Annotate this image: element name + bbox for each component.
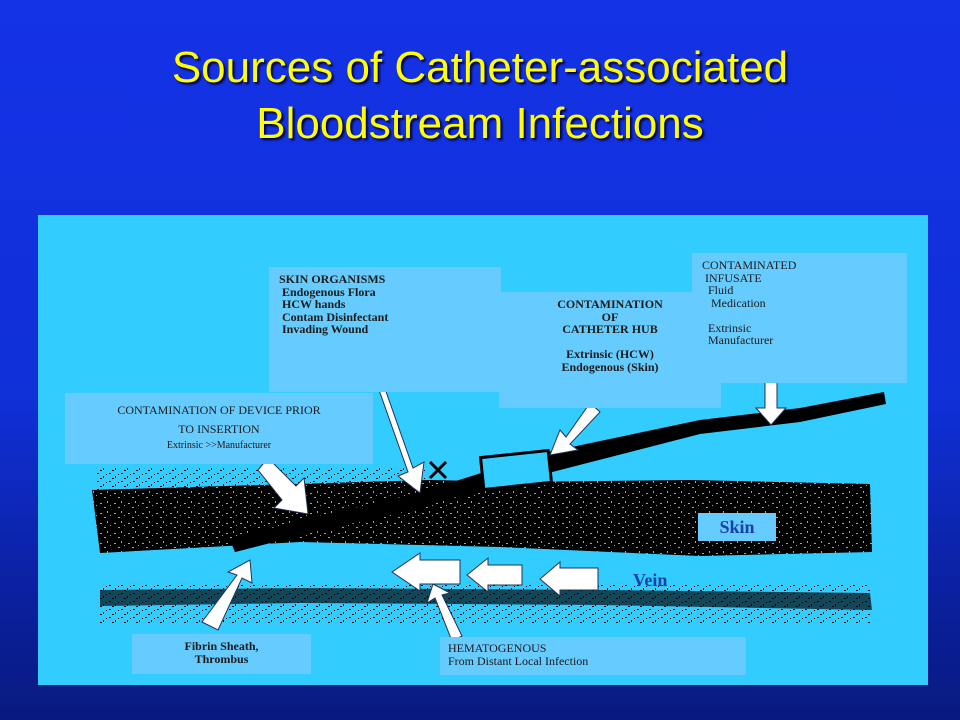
infusate-line-1: CONTAMINATED [702, 258, 797, 272]
hematogenous-line-2: From Distant Local Infection [448, 653, 589, 668]
hematogenous-line-1: HEMATOGENOUS [448, 641, 547, 655]
infusate-line-5 [702, 309, 907, 322]
suture-mark [428, 460, 448, 480]
infusate-box: CONTAMINATED INFUSATE Fluid Medication E… [692, 253, 907, 383]
hematogenous-box: HEMATOGENOUS From Distant Local Infectio… [440, 637, 746, 675]
slide-title: Sources of Catheter-associated Bloodstre… [0, 40, 960, 152]
device-prior-line-3: Extrinsic >>Manufacturer [166, 440, 272, 451]
catheter-hub-line-2: OF [601, 309, 619, 324]
fibrin-box: Fibrin Sheath, Thrombus [132, 634, 311, 674]
fibrin-line-1: Fibrin Sheath, [184, 639, 259, 653]
catheter-hub [478, 448, 554, 492]
arrows [201, 351, 788, 642]
catheter-tip [230, 520, 305, 552]
device-prior-line-1: CONTAMINATION OF DEVICE PRIOR [117, 403, 321, 417]
skin-organisms-line-1: SKIN ORGANISMS [279, 272, 386, 286]
infusate-line-3: Fluid [702, 283, 734, 297]
skin-texture-upper [95, 468, 425, 490]
catheter-hub-line-1: CONTAMINATION [557, 297, 663, 311]
fibrin-line-2: Thrombus [194, 651, 249, 666]
arrow-flow-1 [539, 560, 599, 598]
skin-organisms-line-4: Contam Disinfectant [279, 309, 389, 324]
catheter-hub-line-3: CATHETER HUB [562, 322, 658, 336]
skin-organisms-line-2: Endogenous Flora [279, 284, 376, 299]
arrow-catheter-hub [549, 402, 601, 456]
device-prior-line-2: TO INSERTION [178, 422, 260, 436]
infusate-line-4: Medication [702, 295, 766, 310]
skin-organisms-box: SKIN ORGANISMS Endogenous Flora HCW hand… [269, 267, 501, 392]
title-line-2: Bloodstream Infections [256, 99, 704, 148]
catheter-tube [230, 392, 886, 552]
device-prior-box: CONTAMINATION OF DEVICE PRIOR TO INSERTI… [65, 393, 373, 464]
arrow-flow-2 [466, 556, 523, 594]
infusate-line-2: INFUSATE [702, 270, 762, 285]
arrow-fibrin [201, 559, 253, 631]
skin-organisms-line-3: HCW hands [279, 297, 346, 311]
vein-wall [100, 588, 872, 610]
catheter-hub-line-5: Extrinsic (HCW) [566, 347, 654, 361]
arrow-hematogenous [426, 583, 463, 642]
catheter-hub-box: CONTAMINATION OF CATHETER HUB Extrinsic … [499, 292, 721, 408]
catheter-hub-line-6: Endogenous (Skin) [561, 359, 659, 374]
infusate-line-7: Manufacturer [702, 333, 774, 347]
arrow-flow-3 [391, 552, 461, 592]
title-line-1: Sources of Catheter-associated [171, 43, 789, 92]
vein-label: Vein [633, 570, 668, 590]
skin-organisms-line-5: Invading Wound [279, 322, 369, 336]
infusate-line-6: Extrinsic [702, 320, 752, 335]
skin-label: Skin [698, 513, 776, 541]
